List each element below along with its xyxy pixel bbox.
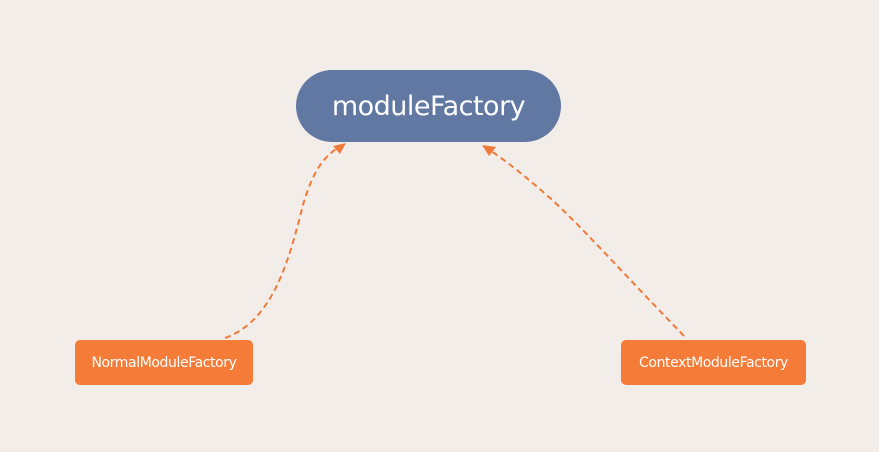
module-factory-node: moduleFactory	[296, 70, 561, 142]
context-module-factory-node: ContextModuleFactory	[621, 340, 806, 385]
arrowhead-normal	[333, 143, 346, 154]
edge-normal-to-module-factory	[224, 145, 342, 339]
arrowhead-context	[482, 145, 496, 156]
edge-context-to-module-factory	[487, 148, 685, 337]
normal-module-factory-label: NormalModuleFactory	[91, 354, 237, 371]
module-factory-label: moduleFactory	[331, 90, 526, 122]
context-module-factory-label: ContextModuleFactory	[639, 354, 788, 371]
normal-module-factory-node: NormalModuleFactory	[75, 340, 253, 385]
